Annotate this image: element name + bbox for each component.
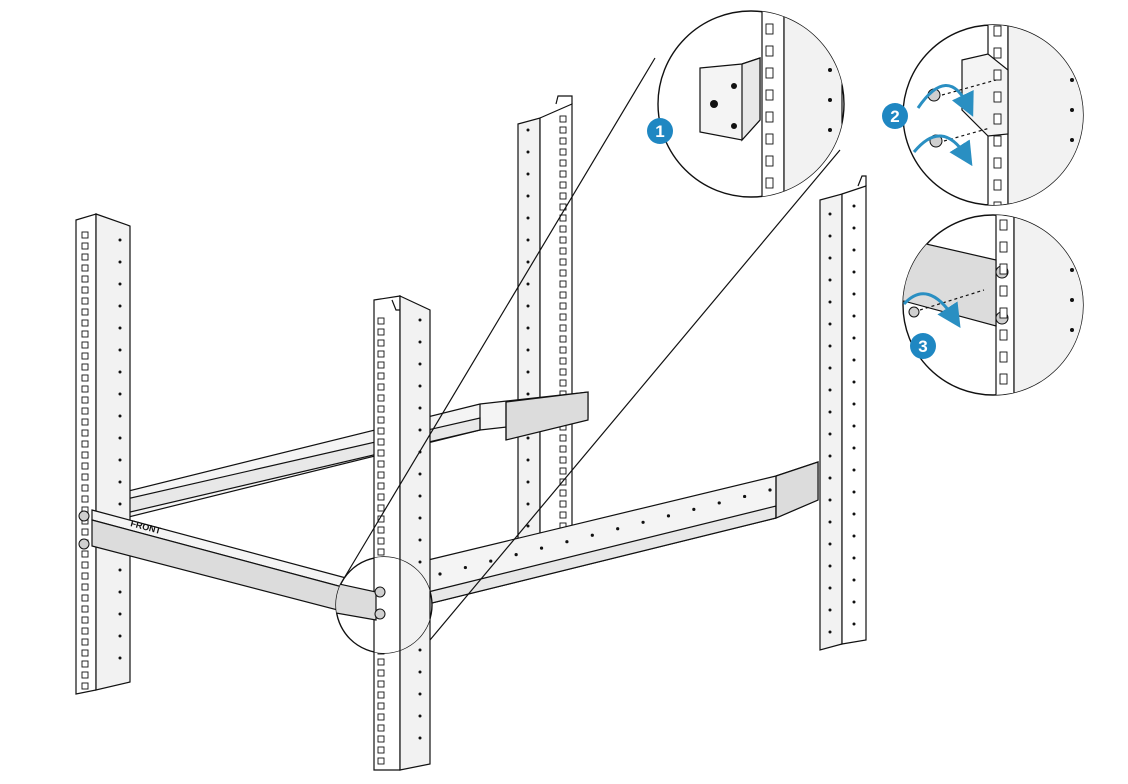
rack-post-front-left [75,213,131,695]
rack-post-front-center [373,295,431,771]
rack-post-back-right [819,175,867,651]
callout-lines [339,57,841,641]
step-badge-3: 3 [910,333,936,359]
slide-rail-right [427,461,819,605]
svg-text:3: 3 [918,337,927,356]
slide-rail-left [91,391,589,527]
detail-step-1 [699,11,843,197]
rack-post-back-center [517,95,573,547]
svg-text:2: 2 [890,107,899,126]
svg-text:1: 1 [655,122,664,141]
front-mounting-bar: FRONT [91,509,377,621]
step-badge-2: 2 [882,103,908,129]
detail-step-3 [903,215,1083,395]
step-badge-1: 1 [647,118,673,144]
